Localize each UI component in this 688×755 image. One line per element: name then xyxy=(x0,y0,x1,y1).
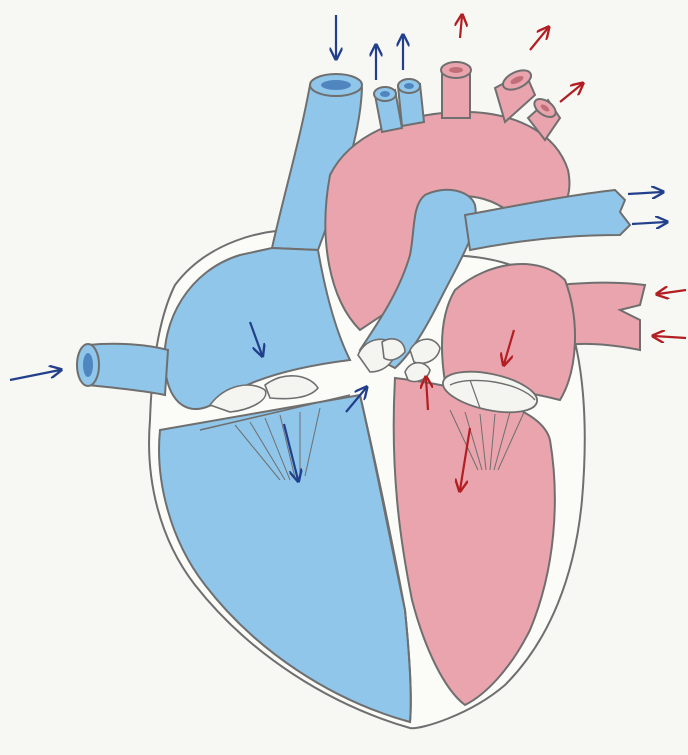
brachiocephalic-artery-lumen xyxy=(449,67,463,73)
small-vein-left-lumen xyxy=(380,91,390,97)
inferior-vena-cava-lumen xyxy=(83,353,93,377)
superior-vena-cava-lumen xyxy=(321,80,351,90)
small-vein-right-lumen xyxy=(404,83,414,89)
